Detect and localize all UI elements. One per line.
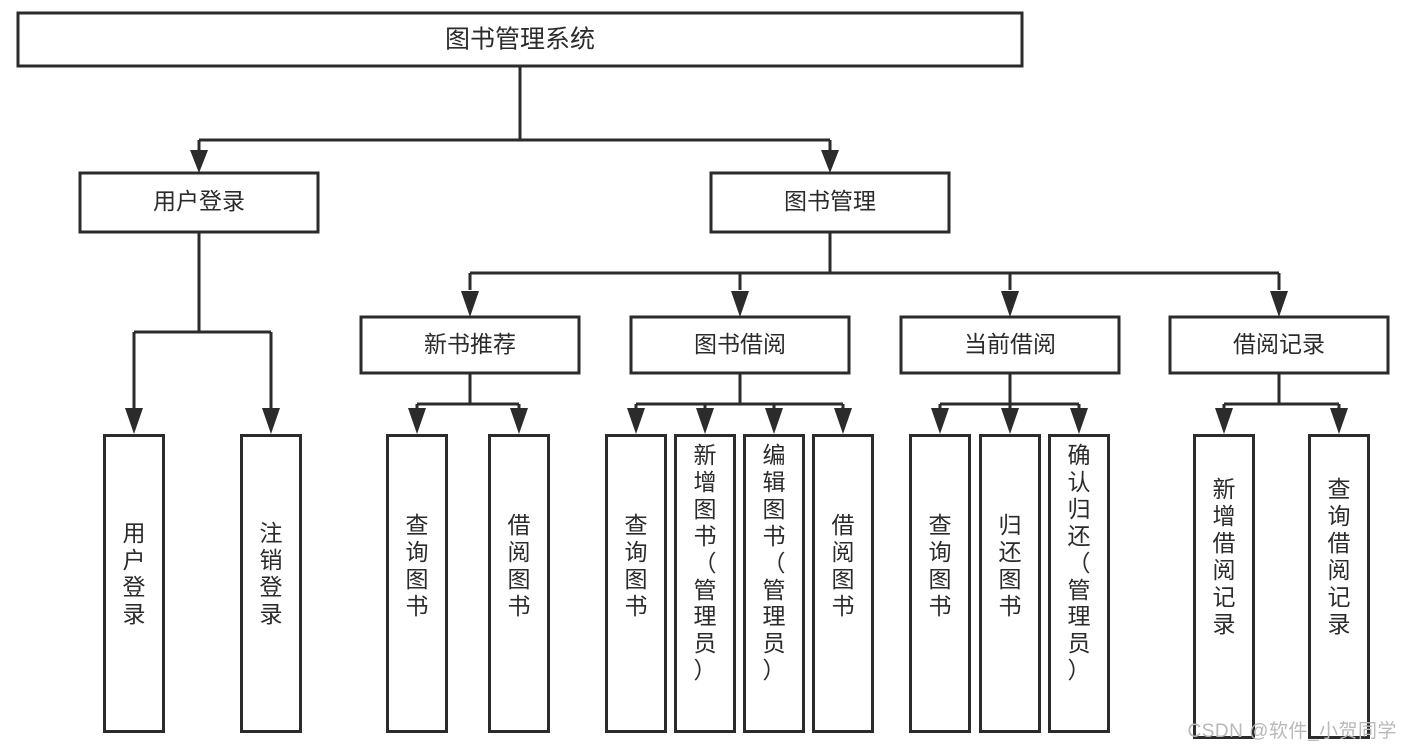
node-layer: 图书管理系统 用户登录 图书管理 新书推荐 图书借阅 当前 bbox=[16, 11, 1390, 375]
node-borrow-record-label: 借阅记录 bbox=[1233, 331, 1325, 357]
arrow-to-leaf-query-book-1 bbox=[408, 408, 426, 434]
leaf-borrow-book-2[interactable] bbox=[812, 434, 874, 733]
arrow-to-new-book-rec bbox=[461, 291, 479, 317]
node-root-label: 图书管理系统 bbox=[445, 26, 595, 54]
node-root[interactable]: 图书管理系统 bbox=[16, 11, 1024, 68]
arrow-to-leaf-borrow-book-2 bbox=[834, 408, 852, 434]
arrow-to-leaf-confirm-return bbox=[1070, 408, 1088, 434]
node-new-book-rec-label: 新书推荐 bbox=[424, 331, 516, 357]
edge-userlogin-bus bbox=[132, 232, 273, 410]
leaf-query-book-3[interactable] bbox=[909, 434, 971, 733]
leaf-user-logout[interactable] bbox=[240, 434, 302, 733]
arrow-to-leaf-add-record bbox=[1215, 408, 1233, 434]
node-book-manage[interactable]: 图书管理 bbox=[709, 171, 951, 234]
edge-currentborrow-bus bbox=[938, 373, 1081, 412]
leaf-add-book[interactable] bbox=[674, 434, 736, 733]
arrow-to-leaf-query-book-3 bbox=[931, 408, 949, 434]
arrow-to-leaf-user-login bbox=[125, 408, 143, 434]
node-book-borrow-label: 图书借阅 bbox=[694, 331, 786, 357]
arrow-to-leaf-query-record bbox=[1330, 408, 1348, 434]
arrow-to-book-borrow bbox=[731, 291, 749, 317]
edge-newbookrec-bus bbox=[415, 373, 521, 412]
node-book-manage-label: 图书管理 bbox=[784, 188, 876, 214]
edge-bookborrow-bus bbox=[634, 373, 845, 412]
leaf-query-book-2[interactable] bbox=[605, 434, 667, 733]
node-user-login-label: 用户登录 bbox=[153, 188, 245, 214]
leaf-query-record[interactable] bbox=[1308, 434, 1370, 739]
node-new-book-rec[interactable]: 新书推荐 bbox=[359, 315, 581, 375]
node-user-login[interactable]: 用户登录 bbox=[78, 171, 320, 234]
arrow-to-borrow-record bbox=[1270, 291, 1288, 317]
leaf-add-record[interactable] bbox=[1193, 434, 1255, 739]
arrow-to-leaf-query-book-2 bbox=[627, 408, 645, 434]
leaf-borrow-book-1[interactable] bbox=[488, 434, 550, 733]
arrow-to-leaf-edit-book bbox=[765, 408, 783, 434]
arrow-to-book-manage bbox=[821, 150, 839, 173]
leaf-return-book[interactable] bbox=[979, 434, 1041, 733]
edge-bookmanage-bus bbox=[468, 232, 1281, 290]
arrow-to-user-login bbox=[190, 150, 208, 173]
connector-layer bbox=[125, 66, 1348, 434]
leaf-user-login[interactable] bbox=[103, 434, 165, 733]
arrow-to-leaf-return-book bbox=[1001, 408, 1019, 434]
leaf-query-book-1[interactable] bbox=[386, 434, 448, 733]
node-current-borrow[interactable]: 当前借阅 bbox=[899, 315, 1121, 375]
leaf-confirm-return[interactable] bbox=[1048, 434, 1110, 733]
arrow-to-leaf-add-book bbox=[696, 408, 714, 434]
edge-root-bus bbox=[197, 66, 832, 162]
arrow-to-leaf-borrow-book-1 bbox=[510, 408, 528, 434]
csdn-watermark: CSDN @软件_小贺同学 bbox=[1187, 721, 1397, 742]
edge-borrowrecord-bus bbox=[1222, 373, 1341, 412]
node-book-borrow[interactable]: 图书借阅 bbox=[629, 315, 851, 375]
node-borrow-record[interactable]: 借阅记录 bbox=[1168, 315, 1390, 375]
node-current-borrow-label: 当前借阅 bbox=[964, 331, 1056, 357]
arrow-to-current-borrow bbox=[1001, 291, 1019, 317]
leaf-edit-book[interactable] bbox=[743, 434, 805, 733]
arrow-to-leaf-user-logout bbox=[262, 408, 280, 434]
